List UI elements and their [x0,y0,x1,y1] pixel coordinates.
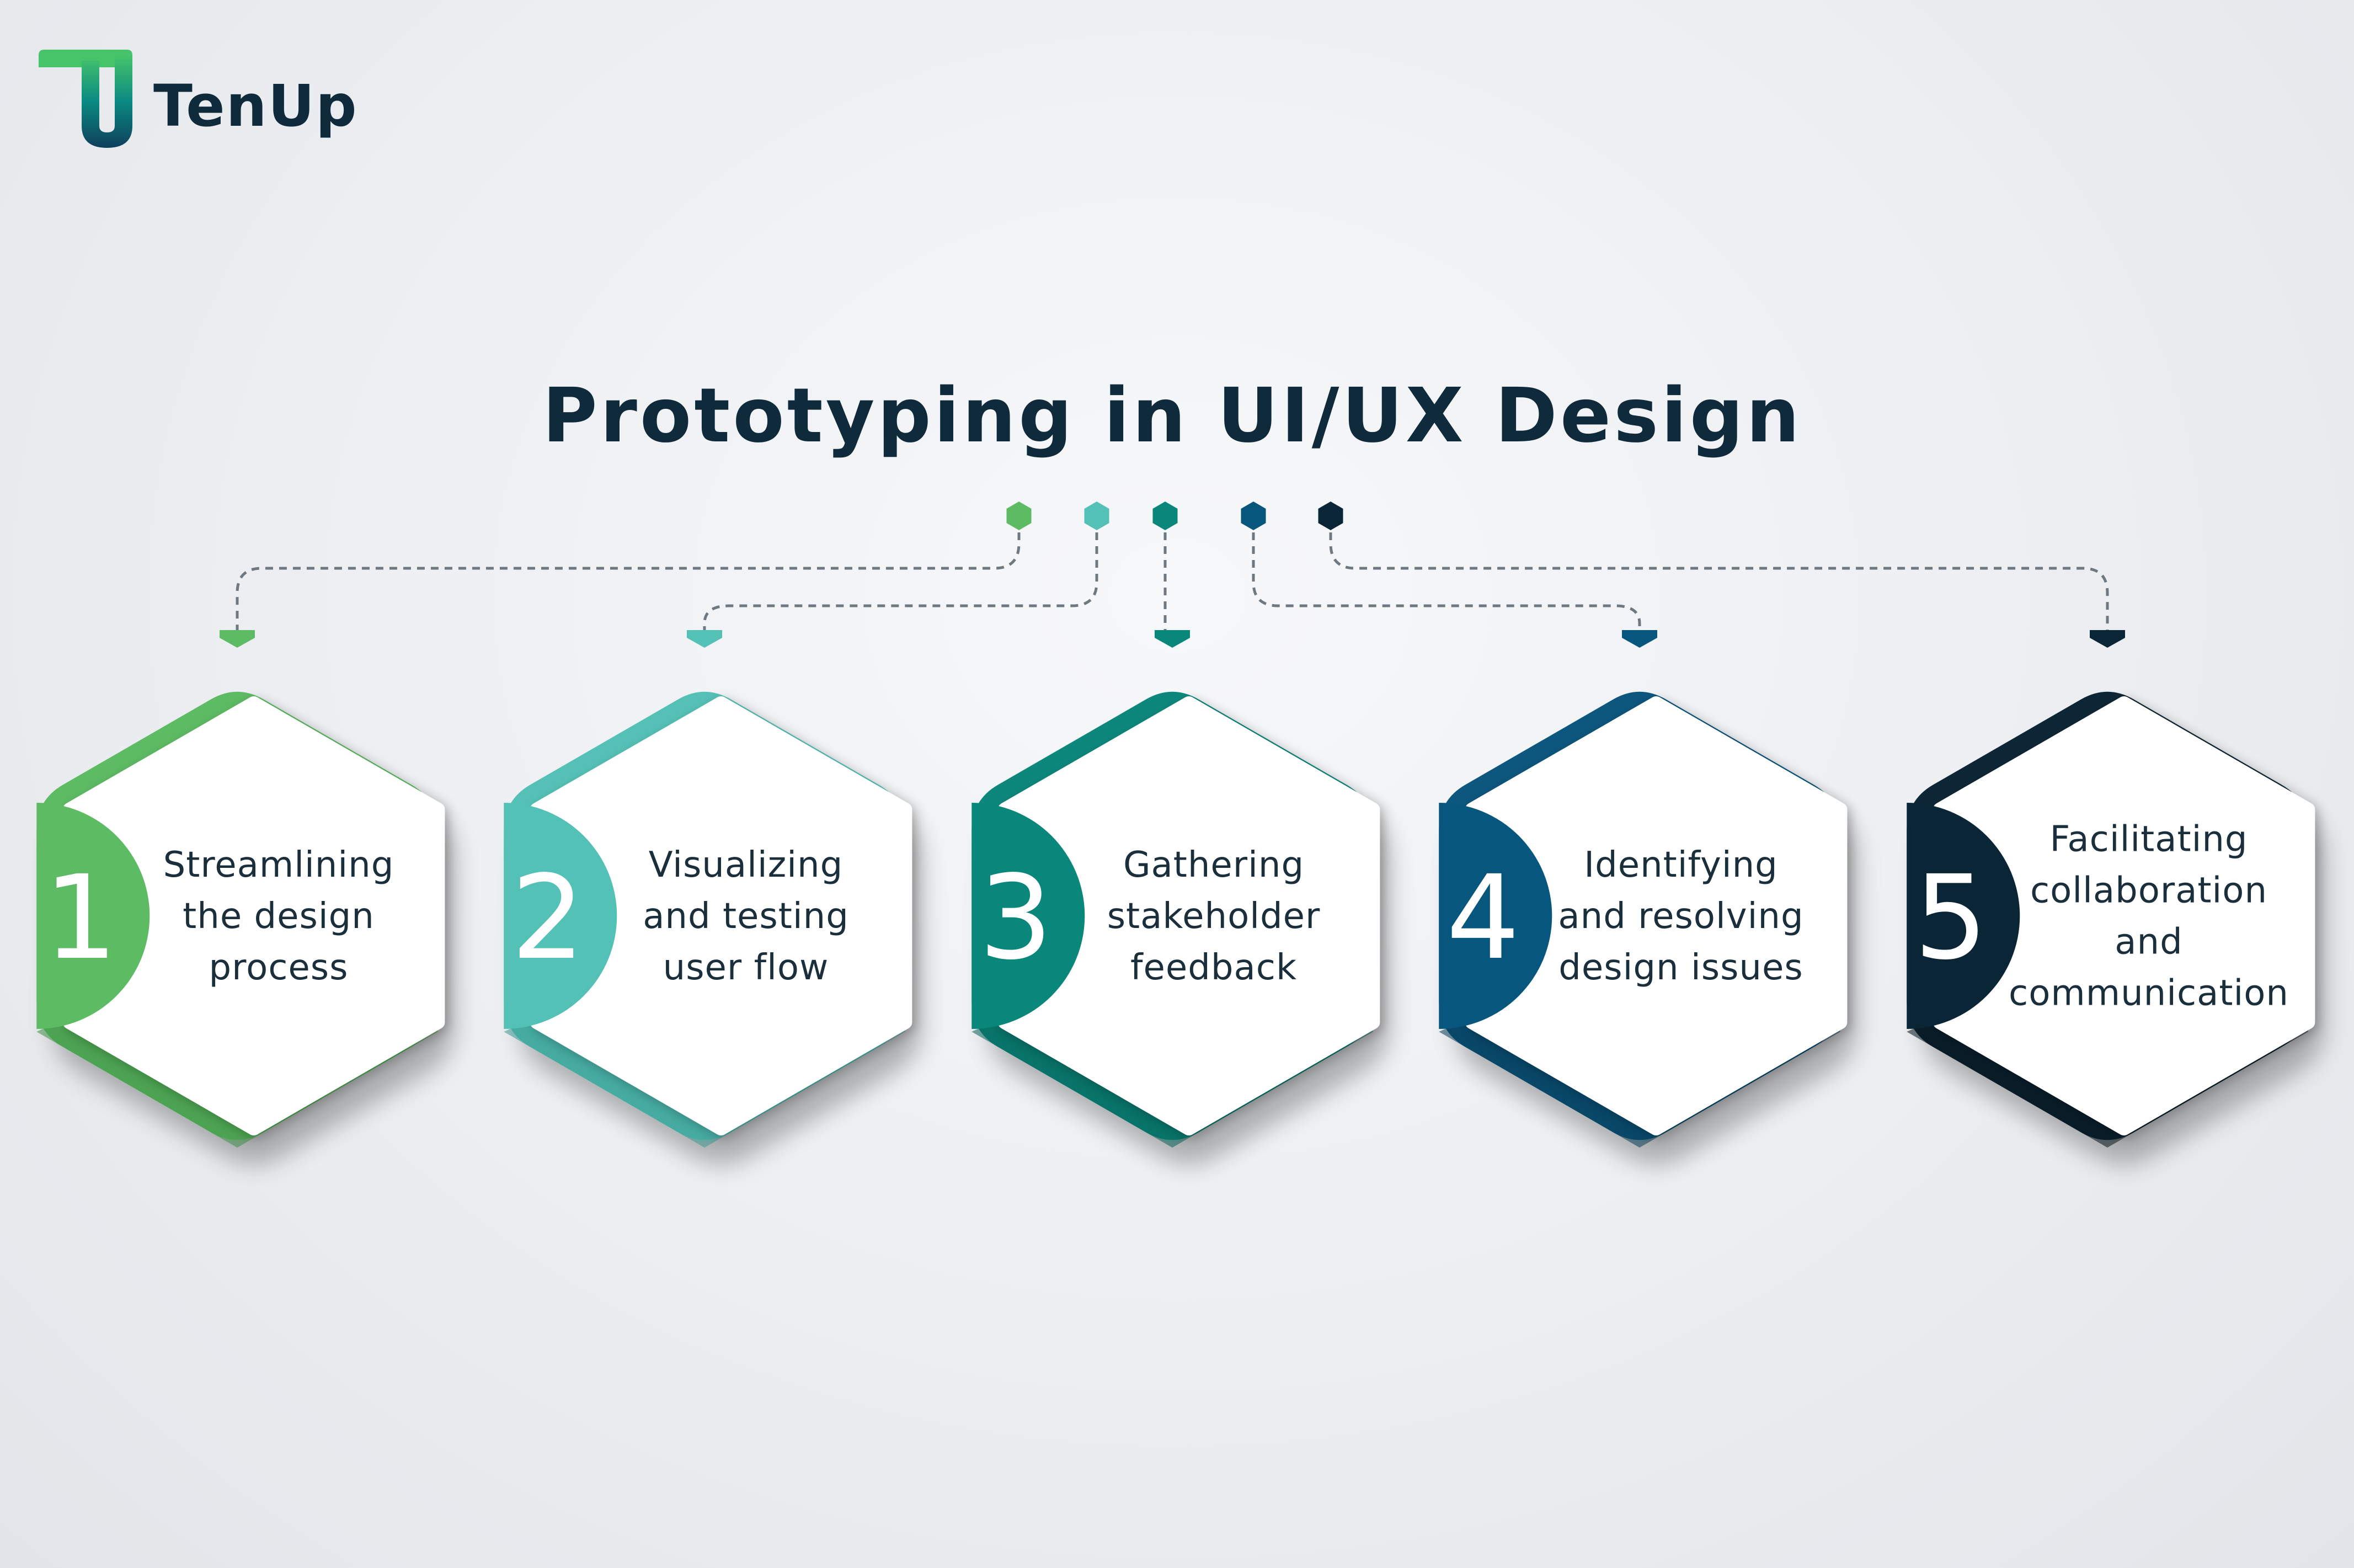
step-label-line: Streamlining [163,845,394,886]
connector-dot-1 [1006,502,1032,530]
step-label-line: Visualizing [649,845,843,886]
step-1: 1 Streamlining the design process [36,691,445,1148]
step-number-badge [1907,803,2020,1029]
step-label-line: design issues [1558,947,1803,988]
connector-arrow-4 [1622,630,1657,648]
connector-arrow-3 [1155,630,1190,648]
step-label-line: Gathering [1123,845,1304,886]
brand-name: TenUp [153,72,358,140]
tenup-logo-icon [39,50,132,148]
step-label-line: communication [2009,973,2289,1014]
step-label-line: collaboration [2030,871,2267,911]
step-2: 2 Visualizing and testing user flow [504,691,912,1148]
connector-dot-2 [1084,502,1109,530]
step-label-line: and [2115,922,2182,963]
connector-line-4 [1252,532,1641,632]
step-hexagon-face [997,696,1380,1135]
connector-dot-3 [1152,502,1178,530]
connector-lines [236,532,2109,632]
step-number: 5 [1914,850,1988,985]
step-number: 2 [511,850,585,985]
step-label-line: stakeholder [1107,896,1321,937]
step-label-line: process [209,947,349,988]
step-number: 4 [1446,850,1520,985]
connector-arrow-2 [687,630,722,648]
connector-arrow-5 [2090,630,2125,648]
step-label-line: Identifying [1584,845,1778,886]
step-label-line: Facilitating [2049,819,2248,860]
connector-arrows [220,630,2125,648]
step-hexagon-face [62,696,445,1135]
step-hexagon-face [1933,696,2315,1135]
step-label-line: user flow [663,947,829,988]
step-4: 4 Identifying and resolving design issues [1439,691,1848,1148]
step-label-line: and resolving [1558,896,1803,937]
connector-arrow-1 [220,630,255,648]
step-hexagon-face [530,696,912,1135]
step-number: 3 [979,850,1053,985]
connector-line-1 [236,532,1021,632]
step-number-badge [36,803,150,1029]
step-number-badge [972,803,1085,1029]
connector-line-5 [1329,532,2109,632]
step-3: 3 Gathering stakeholder feedback [972,691,1380,1148]
connector-dot-5 [1318,502,1343,530]
step-hexagon-face [1465,696,1848,1135]
connector-line-2 [703,532,1098,632]
step-label-line: and testing [643,896,849,937]
step-number-badge [1439,803,1552,1029]
brand-logo[interactable]: TenUp [39,50,358,148]
connector-dots [1006,502,1343,530]
steps-row: 1 Streamlining the design process 2 Visualizi… [36,691,2315,1148]
step-5: 5 Facilitating collaboration and communicati… [1907,691,2315,1148]
step-number-badge [504,803,617,1029]
connector-dot-4 [1241,502,1266,530]
page-title: Prototyping in UI/UX Design [542,372,1802,460]
step-label-line: feedback [1130,947,1297,988]
step-label-line: the design [183,896,375,937]
step-number: 1 [44,850,118,985]
